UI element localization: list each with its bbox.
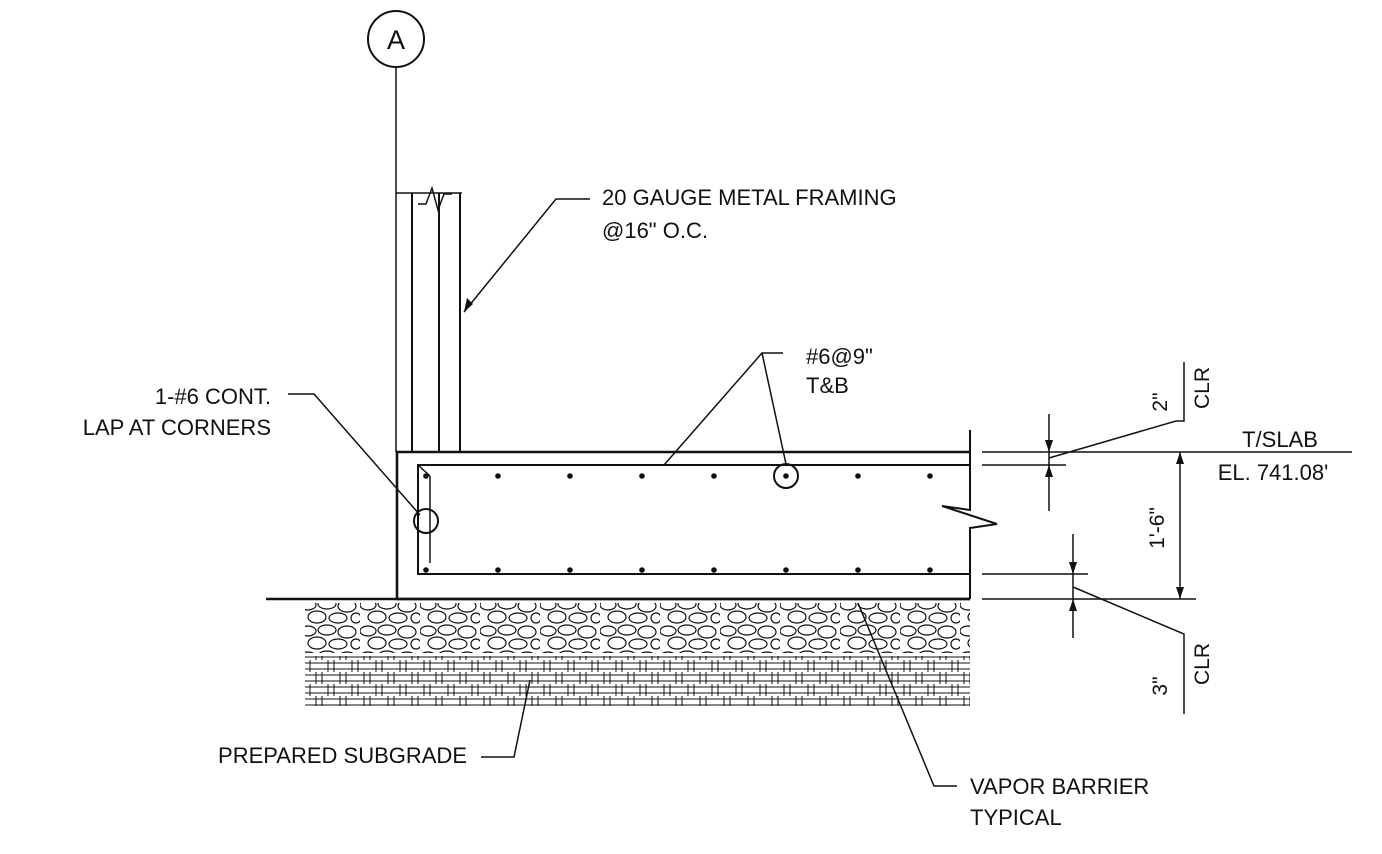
leader-lines — [288, 198, 957, 787]
bottom-rebar-6 — [783, 567, 789, 573]
top-rebar-2 — [495, 473, 501, 479]
top-rebar-7 — [855, 473, 861, 479]
rebar-label-line1: #6@9" — [806, 344, 873, 369]
subgrade-label: PREPARED SUBGRADE — [218, 743, 467, 768]
concrete-slab — [395, 430, 998, 601]
metal-stud-wall — [396, 185, 462, 452]
top-rebar-1 — [423, 473, 429, 479]
top-rebar-3 — [567, 473, 573, 479]
top-rebar-4 — [639, 473, 645, 479]
top-rebar-6 — [783, 473, 789, 479]
ground-layers — [266, 597, 970, 706]
bottom-rebar-8 — [927, 567, 933, 573]
top-of-slab-label: T/SLAB — [1242, 427, 1318, 452]
slab-thickness-dimension: 1'-6" — [1146, 507, 1169, 549]
slab-elevation-label: EL. 741.08' — [1218, 460, 1329, 485]
top-cover-note: CLR — [1191, 367, 1214, 409]
bottom-rebar-4 — [639, 567, 645, 573]
bottom-rebar-1 — [423, 567, 429, 573]
bottom-rebar-2 — [495, 567, 501, 573]
gravel-layer — [305, 603, 970, 653]
rebar-label-line2: T&B — [806, 373, 849, 398]
subgrade-layer — [305, 656, 970, 706]
dimensions — [982, 362, 1352, 714]
top-rebar-5 — [711, 473, 717, 479]
framing-label-line1: 20 GAUGE METAL FRAMING — [602, 185, 897, 210]
corner-bar-circle — [413, 508, 439, 534]
framing-label-line2: @16" O.C. — [602, 218, 708, 243]
bottom-cover-dimension: 3" — [1149, 676, 1172, 695]
corner-bar-label-line1: 1-#6 CONT. — [155, 384, 271, 409]
grid-line-a: A — [367, 10, 425, 452]
vapor-barrier-label-line2: TYPICAL — [970, 805, 1062, 830]
top-cover-dimension: 2" — [1149, 392, 1172, 411]
rebar-bars — [423, 473, 933, 573]
vapor-barrier-label-line1: VAPOR BARRIER — [970, 774, 1149, 799]
corner-bar-label-line2: LAP AT CORNERS — [83, 415, 271, 440]
top-rebar-8 — [927, 473, 933, 479]
bottom-cover-note: CLR — [1191, 643, 1214, 685]
bottom-rebar-5 — [711, 567, 717, 573]
grid-bubble-letter: A — [387, 25, 405, 55]
bottom-rebar-7 — [855, 567, 861, 573]
bottom-rebar-3 — [567, 567, 573, 573]
